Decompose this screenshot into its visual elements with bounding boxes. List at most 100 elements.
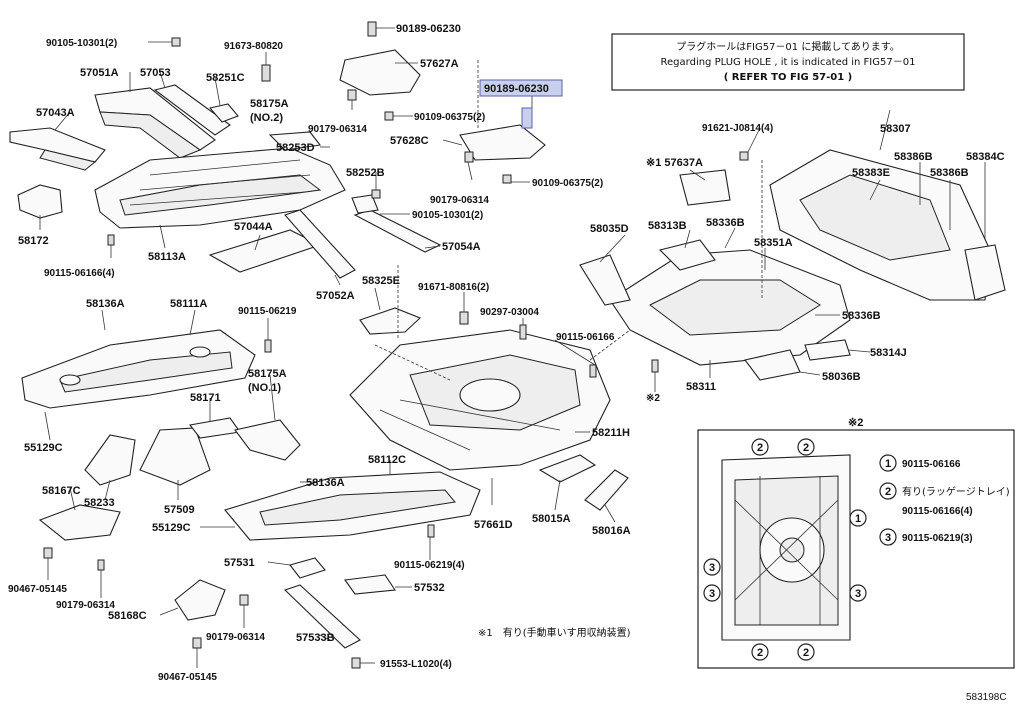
bracket-58035d-shape — [579, 254, 631, 306]
box-57637a-shape — [679, 169, 731, 206]
label-90109-06375-2-b[interactable]: 90109-06375(2) — [532, 178, 603, 189]
label-58386b-b[interactable]: 58386B — [930, 167, 969, 179]
label-90115-06166-4-a[interactable]: 90115-06166(4) — [44, 268, 115, 279]
label-90105-10301-2-b[interactable]: 90105-10301(2) — [412, 210, 483, 221]
label-58311[interactable]: 58311 — [686, 381, 716, 393]
label-58386b-a[interactable]: 58386B — [894, 151, 933, 163]
label-90179-06314-a[interactable]: 90179-06314 — [308, 124, 367, 135]
label-58167c[interactable]: 58167C — [42, 485, 81, 497]
front-floor-58113a-shape — [94, 147, 346, 229]
label-58016a[interactable]: 58016A — [592, 525, 631, 537]
label-note2-mark: ※2 — [646, 393, 660, 404]
rear-floor-58211h-shape — [349, 329, 611, 471]
leader-lines — [39, 27, 986, 668]
member-57052a-shape — [284, 209, 356, 279]
label-58172[interactable]: 58172 — [18, 235, 49, 247]
floor-58112c-shape — [224, 471, 481, 541]
label-90179-06314-c[interactable]: 90179-06314 — [56, 600, 115, 611]
label-58252b[interactable]: 58252B — [346, 167, 385, 179]
bracket-57509-shape — [139, 427, 211, 486]
legend-1-text: 90115-06166 — [902, 459, 961, 470]
label-57531[interactable]: 57531 — [224, 557, 255, 569]
label-90467-05145-a[interactable]: 90467-05145 — [8, 584, 67, 595]
crossmember-shapes — [208, 194, 442, 279]
label-57052a[interactable]: 57052A — [316, 290, 355, 302]
label-58233[interactable]: 58233 — [84, 497, 115, 509]
svg-text:2: 2 — [757, 647, 763, 659]
label-57509[interactable]: 57509 — [164, 504, 195, 516]
label-58113a[interactable]: 58113A — [148, 251, 186, 263]
bracket-58253d-shape — [268, 131, 322, 151]
label-58035d[interactable]: 58035D — [590, 223, 629, 235]
label-58136a-a[interactable]: 58136A — [86, 298, 125, 310]
label-91671-80816-2[interactable]: 91671-80816(2) — [418, 282, 489, 293]
label-57043a[interactable]: 57043A — [36, 107, 75, 119]
label-58251c[interactable]: 58251C — [206, 72, 245, 84]
cover-58016a-shape — [584, 469, 629, 511]
footnote-1: ※1 有り(手動車いす用収納装置) — [478, 626, 631, 639]
label-57051a[interactable]: 57051A — [80, 67, 119, 79]
label-90115-06219-a[interactable]: 90115-06219 — [238, 306, 297, 317]
label-55129c-a[interactable]: 55129C — [24, 442, 63, 454]
label-58036b[interactable]: 58036B — [822, 371, 861, 383]
label-57044a[interactable]: 57044A — [234, 221, 273, 233]
label-55129c-b[interactable]: 55129C — [152, 522, 191, 534]
label-58336b-b[interactable]: 58336B — [842, 310, 881, 322]
label-90179-06314-b[interactable]: 90179-06314 — [430, 195, 489, 206]
rear-panel-58307-shape — [769, 149, 1006, 301]
label-91673-80820[interactable]: 91673-80820 — [224, 41, 283, 52]
label-90109-06375-2-a[interactable]: 90109-06375(2) — [414, 112, 485, 123]
note-line-1: プラグホールはFIG57－01 に掲載してあります。 — [676, 40, 899, 53]
label-58336b-a[interactable]: 58336B — [706, 217, 745, 229]
label-57533b[interactable]: 57533B — [296, 632, 335, 644]
label-58175a-no1[interactable]: 58175A — [248, 368, 287, 380]
inset-callouts: 2 2 1 3 3 3 2 2 — [703, 438, 867, 661]
label-57661d[interactable]: 57661D — [474, 519, 513, 531]
label-90189-06230-highlight[interactable]: 90189-06230 — [484, 83, 549, 95]
label-57627a[interactable]: 57627A — [420, 58, 459, 70]
figure-id: 583198C — [966, 692, 1007, 703]
label-58168c[interactable]: 58168C — [108, 610, 147, 622]
label-58136a-b[interactable]: 58136A — [306, 477, 345, 489]
label-58253d[interactable]: 58253D — [276, 142, 315, 154]
label-91621-j0814-4[interactable]: 91621-J0814(4) — [702, 123, 773, 134]
label-58111a[interactable]: 58111A — [170, 298, 207, 310]
label-58383e[interactable]: 58383E — [852, 167, 890, 179]
label-90297-03004[interactable]: 90297-03004 — [480, 307, 539, 318]
label-58171[interactable]: 58171 — [190, 392, 221, 404]
label-58015a[interactable]: 58015A — [532, 513, 571, 525]
label-57054a[interactable]: 57054A — [442, 241, 481, 253]
label-57532[interactable]: 57532 — [414, 582, 445, 594]
label-58314j[interactable]: 58314J — [870, 347, 907, 359]
bracket-57053-shape — [153, 84, 231, 136]
label-58211h[interactable]: 58211H — [592, 427, 630, 439]
label-90179-06314-d[interactable]: 90179-06314 — [206, 632, 265, 643]
label-90467-05145-b[interactable]: 90467-05145 — [158, 672, 217, 683]
bracket-58167c-shape — [38, 504, 121, 541]
label-57628c[interactable]: 57628C — [390, 135, 429, 147]
rear-floor-58311-shape — [579, 169, 851, 381]
label-58175a-no2[interactable]: 58175A — [250, 98, 289, 110]
plate-58171-shape — [189, 417, 241, 439]
label-57637a[interactable]: ※1 57637A — [646, 157, 703, 169]
label-91553-l1020-4[interactable]: 91553-L1020(4) — [380, 659, 452, 670]
label-58384c[interactable]: 58384C — [966, 151, 1005, 163]
svg-text:3: 3 — [885, 532, 891, 544]
label-90105-10301-2-a[interactable]: 90105-10301(2) — [46, 38, 117, 49]
svg-text:1: 1 — [885, 458, 891, 470]
highlight-box — [479, 79, 563, 97]
bracket-58172-shape — [17, 184, 63, 219]
label-58313b[interactable]: 58313B — [648, 220, 687, 232]
label-58307[interactable]: 58307 — [880, 123, 911, 135]
label-58112c[interactable]: 58112C — [368, 454, 406, 466]
part-labels: 90189-06230 90189-06230 90105-10301(2) 9… — [8, 23, 1005, 683]
label-90115-06219-4[interactable]: 90115-06219(4) — [394, 560, 465, 571]
label-57053[interactable]: 57053 — [140, 67, 171, 79]
label-58351a[interactable]: 58351A — [754, 237, 793, 249]
label-90189-06230-top[interactable]: 90189-06230 — [396, 23, 461, 35]
legend-3-text: 90115-06219(3) — [902, 533, 973, 544]
bolt-90189-highlight-icon — [521, 107, 533, 129]
label-no1: (NO.1) — [248, 382, 281, 394]
label-90115-06166-b[interactable]: 90115-06166 — [556, 332, 615, 343]
label-58325e[interactable]: 58325E — [362, 275, 400, 287]
